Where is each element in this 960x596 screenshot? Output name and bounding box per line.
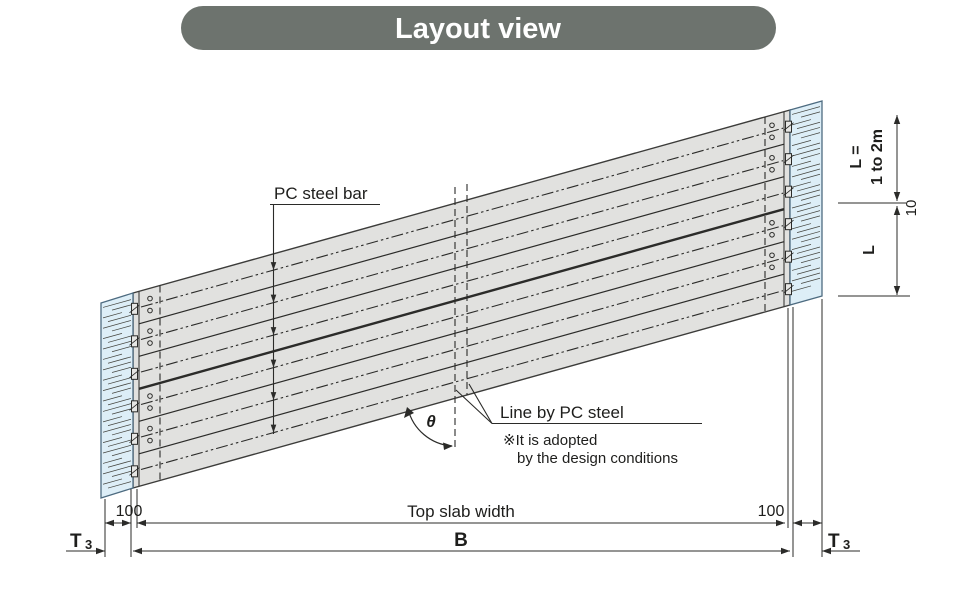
offset-100-left-label: 100 bbox=[116, 503, 143, 520]
b-dimension-label: B bbox=[454, 530, 468, 551]
end-panel-left-hatching bbox=[102, 299, 132, 489]
offset-100-right-label: 100 bbox=[758, 503, 785, 520]
page-title: Layout view bbox=[395, 13, 561, 45]
pc-steel-bar-leader bbox=[270, 205, 277, 434]
l-range-label-line1: L = bbox=[848, 145, 865, 168]
line-by-pc-steel-label: Line by PC steel bbox=[500, 403, 624, 422]
anchor-plates bbox=[129, 120, 794, 478]
top-slab-width-label: Top slab width bbox=[407, 502, 515, 521]
t3-left-subscript: 3 bbox=[85, 537, 92, 552]
gap-10-label: 10 bbox=[903, 200, 920, 217]
t3-right-subscript: 3 bbox=[843, 537, 850, 552]
t3-left-label: T bbox=[70, 531, 82, 552]
slab-joint-lines bbox=[138, 143, 785, 455]
end-panel-right-hatching bbox=[791, 106, 821, 292]
theta-label: θ bbox=[426, 412, 436, 431]
note-line1: ※It is adopted bbox=[503, 432, 597, 449]
l-label: L bbox=[861, 245, 878, 255]
title-banner bbox=[181, 6, 776, 50]
t3-right-label: T bbox=[828, 531, 840, 552]
pc-steel-bar-centerlines bbox=[140, 127, 784, 471]
pc-steel-bar-label: PC steel bar bbox=[274, 184, 368, 203]
end-panel-left bbox=[100, 292, 134, 499]
skew-angle-arc bbox=[404, 407, 453, 450]
dimension-lines bbox=[66, 115, 910, 557]
reference-dashed-lines bbox=[159, 117, 766, 481]
line-by-pc-steel-callout-lines bbox=[455, 383, 702, 425]
l-range-label-line2: 1 to 2m bbox=[869, 129, 886, 185]
note-line2: by the design conditions bbox=[517, 450, 678, 467]
grout-holes bbox=[147, 122, 775, 444]
